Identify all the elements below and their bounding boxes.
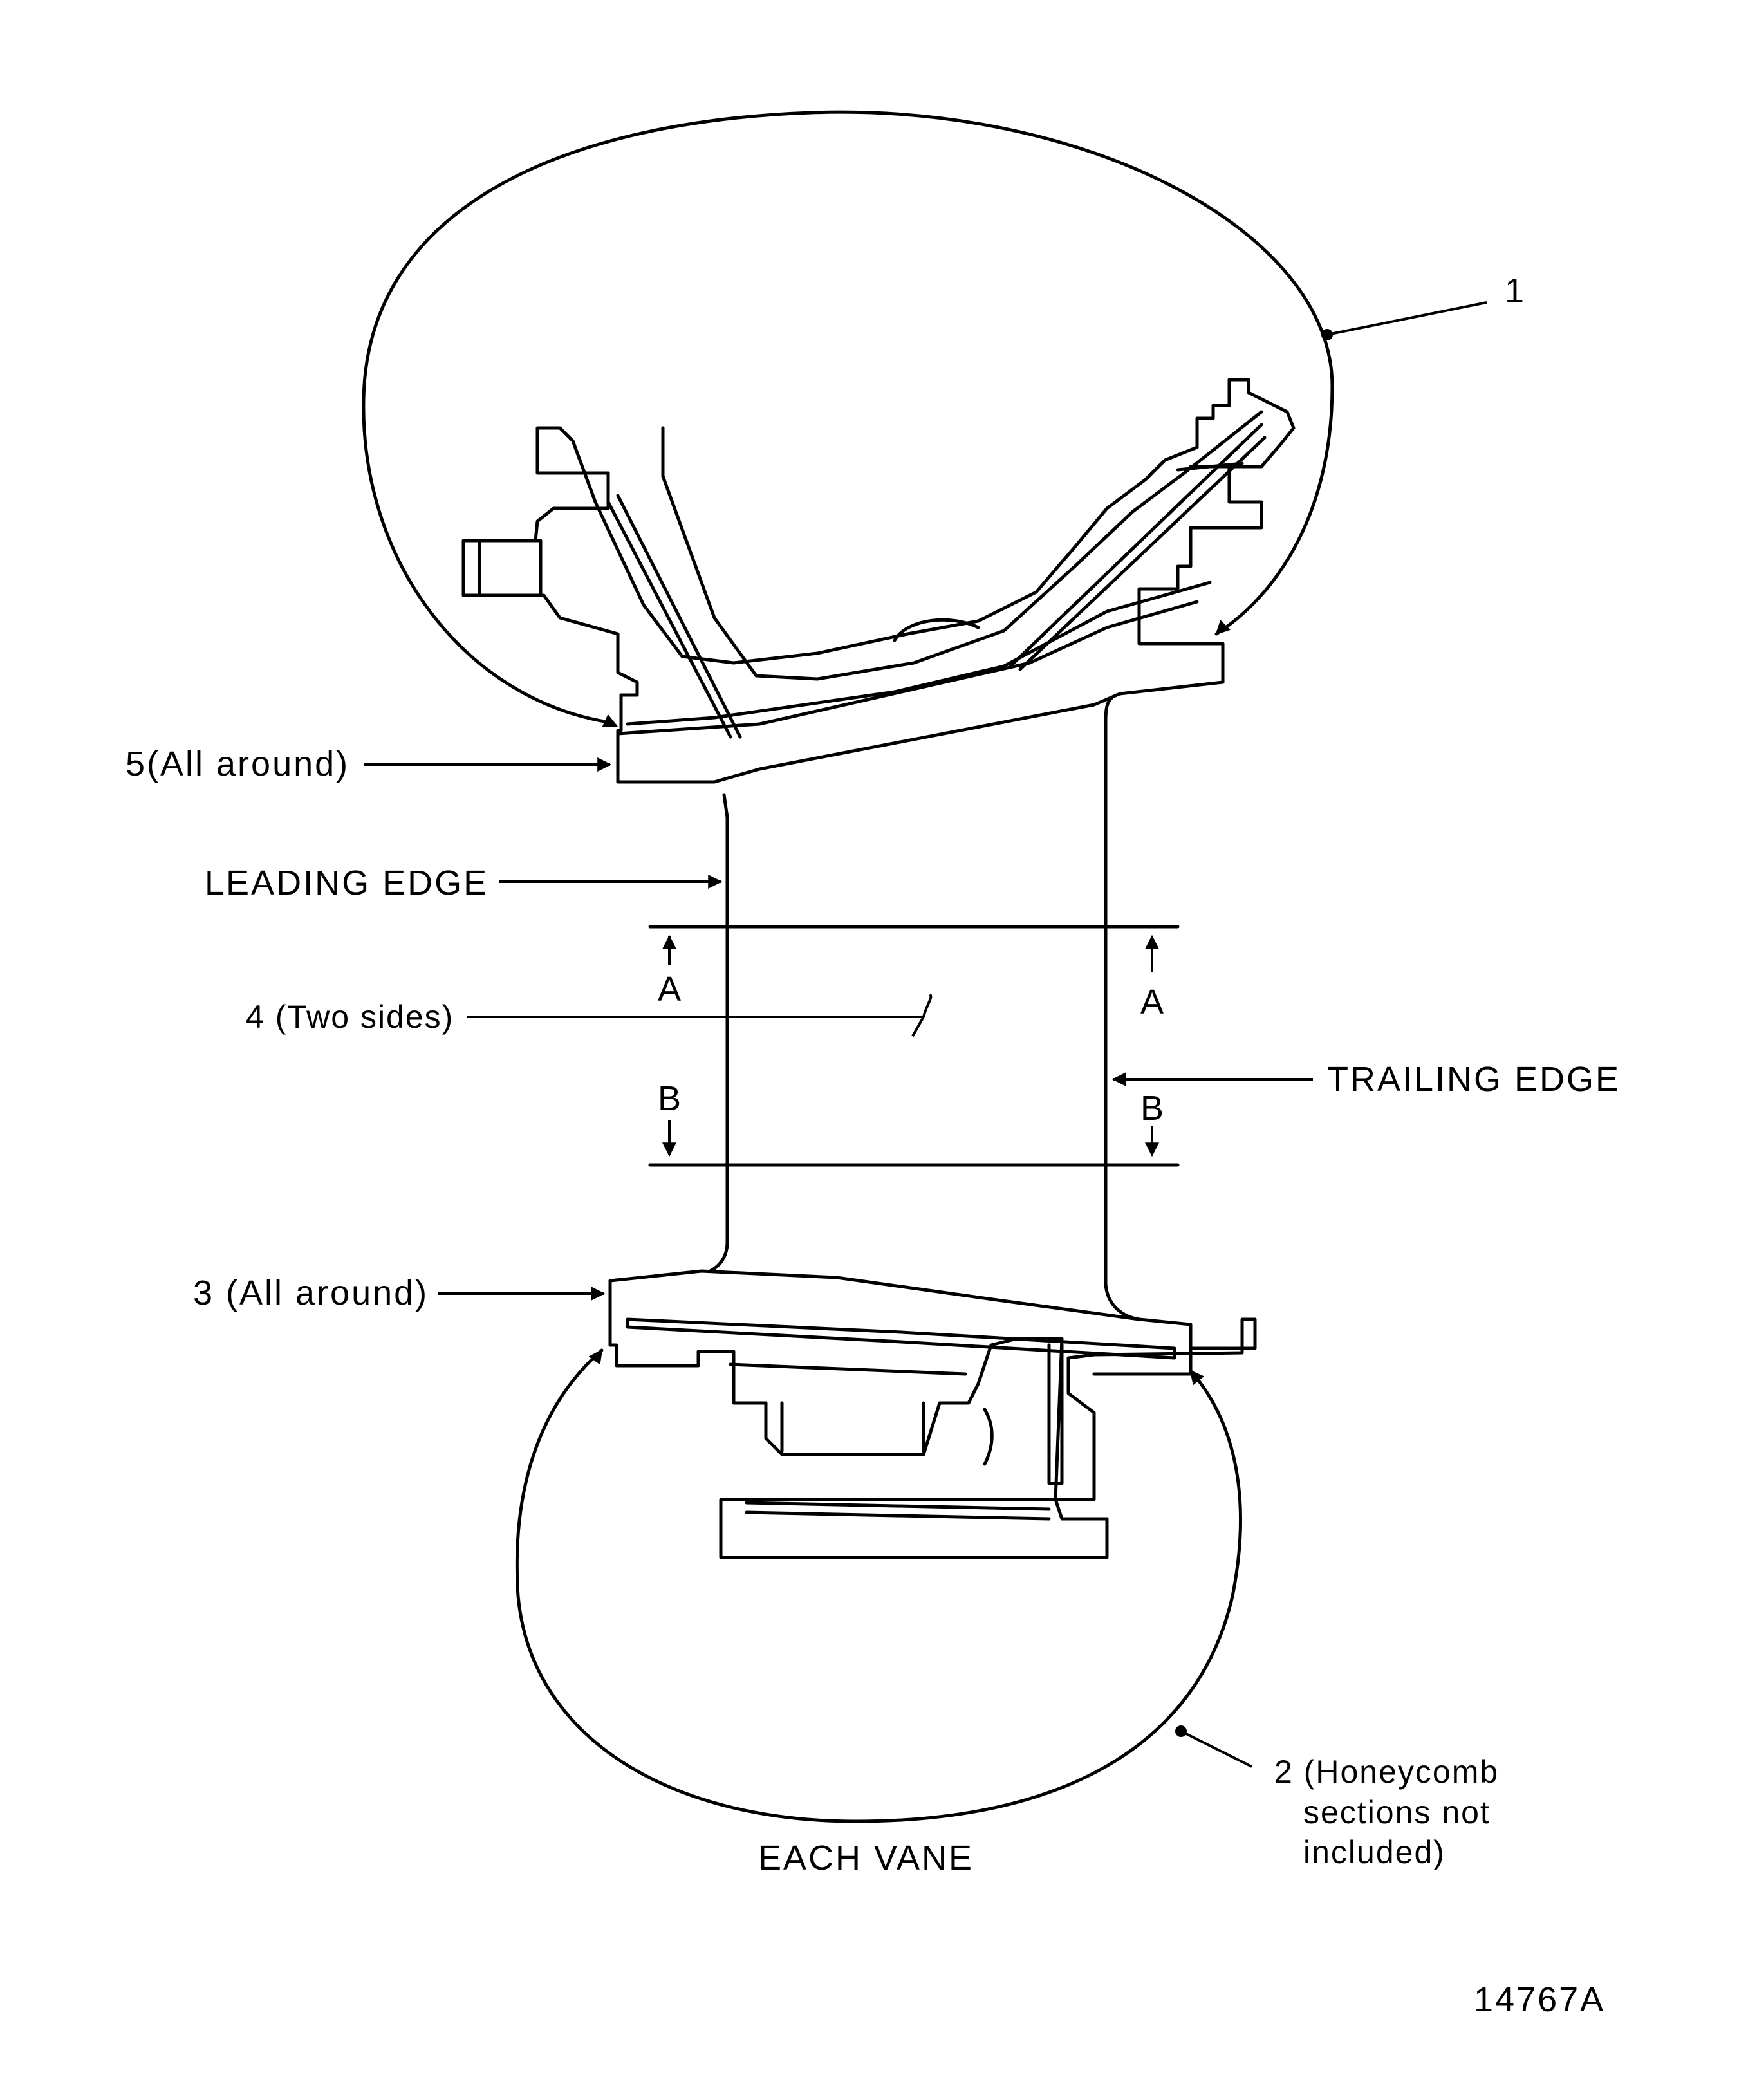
leading-edge-label: LEADING EDGE bbox=[205, 864, 488, 902]
section-b-label-right: B bbox=[1140, 1089, 1166, 1128]
figure-number: 14767A bbox=[1474, 1980, 1605, 2019]
callout-5-label: 5(All around) bbox=[126, 745, 349, 783]
callout-1-label: 1 bbox=[1505, 272, 1526, 310]
lower-shroud bbox=[608, 1269, 1257, 1559]
callout-2-label-line1: 2 (Honeycomb bbox=[1274, 1754, 1499, 1790]
upper-shroud bbox=[461, 378, 1296, 784]
upper-detail-arrow-left bbox=[602, 714, 618, 727]
callout-2-label-line2: sections not bbox=[1303, 1794, 1491, 1830]
figure-caption: EACH VANE bbox=[758, 1839, 974, 1877]
callout-4-tick bbox=[911, 993, 933, 1037]
section-a-label-left: A bbox=[658, 970, 683, 1008]
trailing-edge-label: TRAILING EDGE bbox=[1327, 1060, 1621, 1099]
callout-4-label: 4 (Two sides) bbox=[246, 999, 454, 1035]
callout-2-label-line3: included) bbox=[1303, 1834, 1446, 1870]
callout-3-label: 3 (All around) bbox=[193, 1274, 429, 1312]
upper-detail-outline bbox=[362, 110, 1334, 724]
section-a-label-right: A bbox=[1140, 983, 1166, 1021]
lower-detail-arrow-right bbox=[1189, 1370, 1204, 1386]
upper-detail-arrow-right bbox=[1215, 620, 1231, 635]
airfoil-body bbox=[700, 693, 1141, 1321]
callout-1-leader bbox=[1326, 301, 1487, 336]
lower-detail-arrow-left bbox=[588, 1349, 603, 1365]
callout-2-leader bbox=[1180, 1730, 1252, 1768]
section-b-label-left: B bbox=[658, 1079, 683, 1118]
lower-detail-outline bbox=[515, 1348, 1242, 1823]
